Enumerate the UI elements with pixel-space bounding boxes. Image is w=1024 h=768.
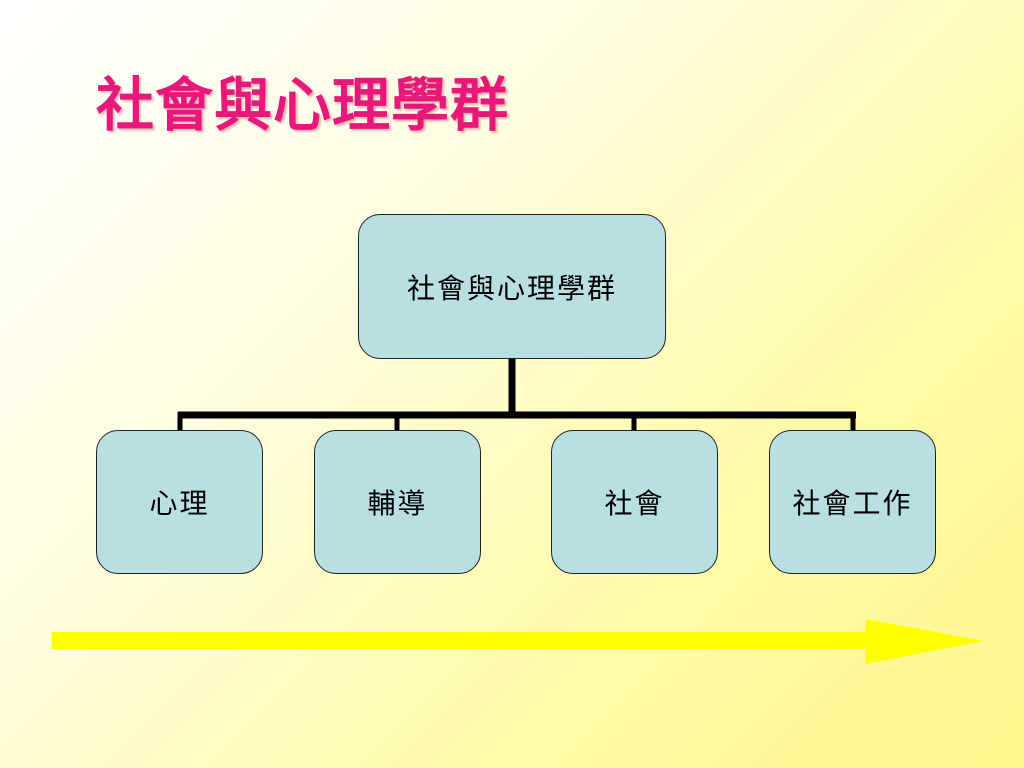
org-node-root: 社會與心理學群 bbox=[358, 214, 666, 359]
org-node-child-3: 社會 bbox=[551, 430, 718, 574]
slide-title: 社會與心理學群 bbox=[96, 71, 510, 139]
org-node-child-2: 輔導 bbox=[314, 430, 481, 574]
org-node-child-4: 社會工作 bbox=[769, 430, 936, 574]
org-node-child-1: 心理 bbox=[96, 430, 263, 574]
